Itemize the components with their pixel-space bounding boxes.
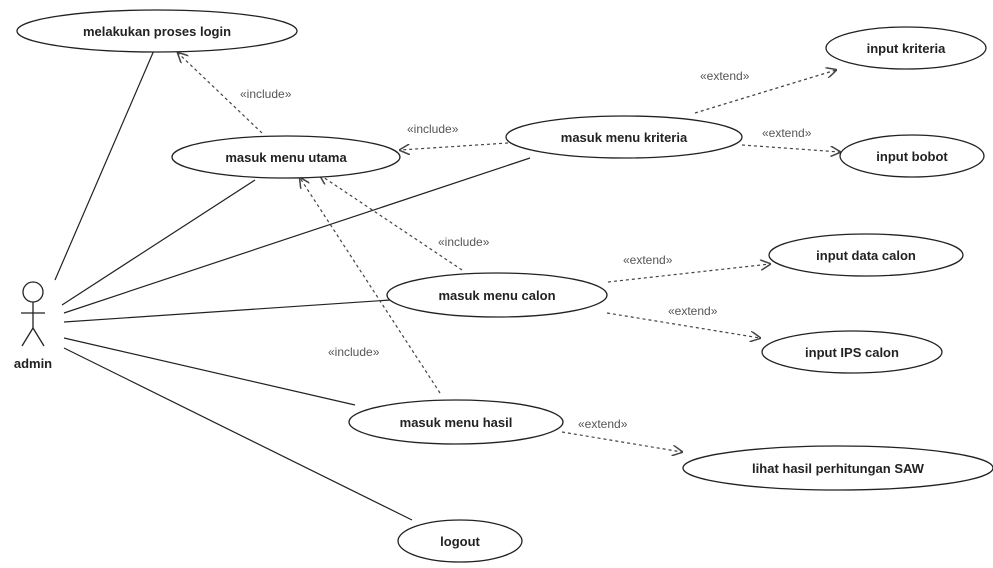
include-kriteria-utama (400, 142, 509, 150)
extend-kriteria-input-kriteria (694, 70, 836, 114)
usecase-menu-hasil[interactable]: masuk menu hasil (348, 399, 564, 445)
usecase-menu-utama[interactable]: masuk menu utama (171, 135, 401, 179)
use-cases: melakukan proses login masuk menu utama … (16, 9, 993, 563)
assoc-menu-calon (63, 299, 391, 323)
label-include-calon: «include» (438, 235, 490, 249)
assoc-menu-kriteria (63, 157, 531, 314)
actor-leg-left (21, 327, 34, 347)
actor-head (22, 281, 44, 303)
usecase-input-kriteria[interactable]: input kriteria (825, 26, 987, 70)
label-extend-input-ips: «extend» (668, 304, 718, 318)
usecase-menu-calon-label: masuk menu calon (438, 288, 555, 303)
include-calon-utama (320, 175, 463, 271)
label-extend-input-data: «extend» (623, 253, 673, 267)
usecase-input-bobot-label: input bobot (876, 149, 948, 164)
extend-hasil-lihat (561, 431, 682, 452)
label-extend-input-kriteria: «extend» (700, 69, 750, 83)
usecase-menu-calon[interactable]: masuk menu calon (386, 272, 608, 318)
extend-kriteria-input-bobot (741, 144, 840, 152)
associations (54, 47, 531, 521)
usecase-logout[interactable]: logout (397, 519, 523, 563)
usecase-lihat-hasil-label: lihat hasil perhitungan SAW (752, 461, 925, 476)
label-include-hasil: «include» (328, 345, 380, 359)
dependencies (178, 53, 840, 452)
usecase-login[interactable]: melakukan proses login (16, 9, 298, 53)
label-extend-input-bobot: «extend» (762, 126, 812, 140)
usecase-input-data-calon[interactable]: input data calon (768, 233, 964, 277)
label-include-login: «include» (240, 87, 292, 101)
extend-calon-input-ips (606, 312, 760, 338)
usecase-input-ips-calon-label: input IPS calon (805, 345, 899, 360)
usecase-menu-utama-label: masuk menu utama (225, 150, 347, 165)
actor-label: admin (14, 356, 52, 371)
assoc-logout (63, 347, 413, 521)
include-hasil-utama (300, 178, 441, 394)
assoc-login (54, 47, 156, 281)
usecase-menu-kriteria[interactable]: masuk menu kriteria (505, 115, 743, 159)
usecase-input-bobot[interactable]: input bobot (839, 134, 985, 178)
label-extend-lihat: «extend» (578, 417, 628, 431)
usecase-menu-kriteria-label: masuk menu kriteria (561, 130, 688, 145)
usecase-lihat-hasil[interactable]: lihat hasil perhitungan SAW (682, 445, 993, 491)
usecase-logout-label: logout (440, 534, 480, 549)
include-utama-login (178, 53, 263, 134)
actor-admin[interactable]: admin (14, 281, 52, 371)
usecase-menu-hasil-label: masuk menu hasil (400, 415, 513, 430)
usecase-input-data-calon-label: input data calon (816, 248, 916, 263)
stereotype-labels: «include» «include» «include» «include» … (240, 69, 812, 431)
usecase-login-label: melakukan proses login (83, 24, 231, 39)
assoc-menu-utama (61, 179, 256, 306)
usecase-input-ips-calon[interactable]: input IPS calon (761, 330, 943, 374)
label-include-kriteria: «include» (407, 122, 459, 136)
assoc-menu-hasil (63, 337, 356, 406)
actor-leg-right (32, 327, 45, 347)
usecase-input-kriteria-label: input kriteria (867, 41, 947, 56)
